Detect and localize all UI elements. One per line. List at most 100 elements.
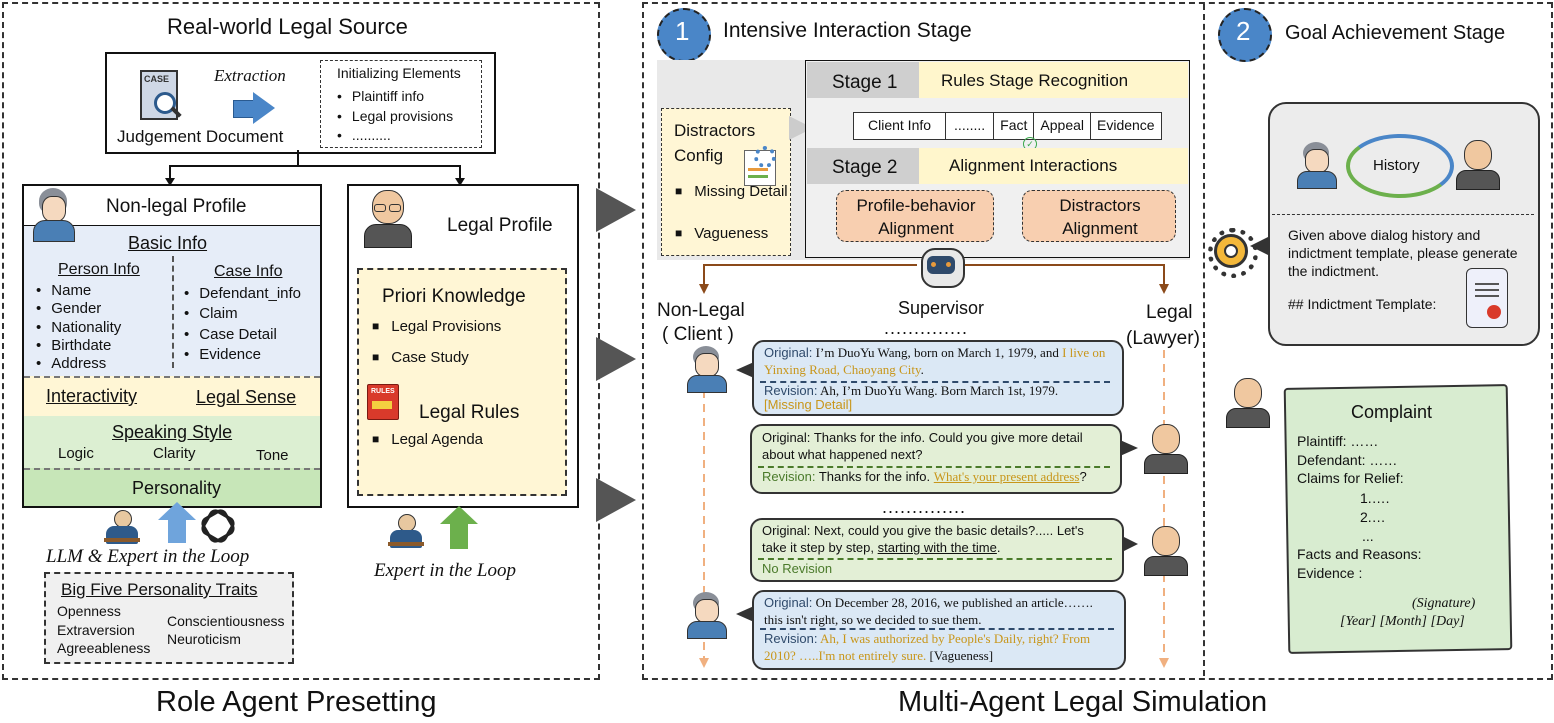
expert-loop-label: Expert in the Loop [374, 560, 516, 581]
lawyer-avatar-icon [1142, 422, 1188, 474]
dialog-bubble-2 [750, 424, 1122, 494]
nonlegal-label: Non-Legal [657, 300, 745, 321]
style-item: Logic [58, 445, 94, 462]
bubble-divider [760, 628, 1114, 630]
priori-knowledge-box [357, 268, 567, 496]
judgement-document-label: Judgement Document [117, 127, 284, 146]
initializing-elements-box [320, 60, 482, 148]
complaint-line: ... [1362, 528, 1374, 544]
signature-line: (Signature) [1412, 596, 1476, 611]
case-document-icon: CASE [140, 70, 182, 124]
init-item: .......... [337, 127, 391, 143]
supervisor-label: Supervisor [898, 298, 985, 318]
certificate-icon [1466, 268, 1508, 328]
big-five-item: Openness [57, 603, 121, 619]
history-label: History [1373, 157, 1420, 174]
complaint-line: Evidence : [1297, 565, 1363, 581]
complaint-line: 1.…. [1360, 490, 1390, 506]
personality-label: Personality [132, 478, 222, 498]
bubble-tail [736, 606, 754, 622]
basic-info-divider [172, 256, 174, 368]
stage-cell: Fact [994, 113, 1035, 139]
nonlegal-profile-title: Non-legal Profile [106, 196, 247, 217]
dialog-ellipsis: .............. [882, 497, 967, 517]
person-item: Name [36, 282, 91, 299]
big-five-box [44, 572, 294, 664]
bubble-divider [760, 381, 1110, 383]
gear-icon [1208, 228, 1258, 278]
case-item: Evidence [184, 346, 261, 363]
stage-1-number: 1 [675, 16, 690, 46]
interactivity-section [24, 376, 320, 418]
personality-section [24, 468, 320, 506]
speaking-style-label: Speaking Style [112, 422, 233, 442]
stage-1-label-box [807, 62, 919, 98]
client-avatar-icon [30, 186, 76, 246]
bubble-1-revision: Revision: Ah, I’m DuoYu Wang. Born March… [764, 383, 1059, 398]
profile-divider [24, 225, 320, 226]
complaint-line: Facts and Reasons: [1297, 546, 1422, 562]
client-avatar-icon [1294, 140, 1338, 190]
history-divider [1272, 214, 1534, 215]
lawyer-label: (Lawyer) [1126, 328, 1200, 349]
initializing-elements-title: Initializing Elements [337, 65, 461, 81]
profile-behavior-alignment: Profile-behavior Alignment [856, 196, 976, 238]
llm-expert-loop-label: LLM & Expert in the Loop [46, 546, 250, 567]
rules-item: Legal Agenda [372, 431, 483, 448]
priori-item: Legal Provisions [372, 318, 501, 335]
case-info-title: Case Info [214, 263, 283, 280]
stage-cell: Client Info [854, 113, 947, 139]
gray-arrow-icon [596, 337, 636, 381]
bubble-2-original: Original: Thanks for the info. Could you… [762, 430, 1083, 462]
dialog-ellipsis: .............. [884, 318, 969, 338]
client-label: ( Client ) [662, 324, 734, 345]
judge-expert-icon [104, 508, 140, 548]
stage-2-label-box [807, 148, 919, 184]
indictment-template-label: ## Indictment Template: [1288, 296, 1437, 312]
stage-1-badge [657, 8, 711, 62]
gray-arrow-icon [596, 478, 636, 522]
extraction-label: Extraction [214, 66, 286, 85]
case-item: Case Detail [184, 326, 277, 343]
legal-profile-title: Legal Profile [447, 215, 553, 236]
distractors-alignment: Distractors Alignment [1059, 196, 1141, 238]
source-title: Real-world Legal Source [167, 14, 408, 39]
priori-knowledge-title: Priori Knowledge [382, 286, 526, 307]
bubble-divider [758, 558, 1112, 560]
case-icon-label: CASE [144, 74, 170, 84]
dialog-bubble-1 [752, 340, 1124, 416]
person-item: Address [36, 355, 106, 372]
interactivity-label: Interactivity [46, 386, 138, 406]
rules-book-icon: RULES [367, 384, 399, 420]
goal-stage-title: Goal Achievement Stage [1285, 22, 1506, 44]
style-item: Clarity [153, 445, 196, 462]
stage-1-name: Rules Stage Recognition [941, 71, 1129, 90]
lawyer-avatar-icon [1224, 376, 1270, 428]
case-item: Claim [184, 305, 237, 322]
legal-sense-label: Legal Sense [196, 387, 297, 407]
stage-2-number: 2 [1236, 16, 1251, 46]
bubble-4-original: Original: On December 28, 2016, we publi… [764, 595, 1093, 627]
role-agent-presetting-caption: Role Agent Presetting [156, 686, 437, 718]
init-item: Plaintiff info [337, 88, 424, 104]
date-line: [Year] [Month] [Day] [1340, 614, 1465, 629]
stage-cell: ........ [946, 113, 995, 139]
big-five-item: Conscientiousness [167, 613, 285, 629]
case-item: Defendant_info [184, 285, 301, 302]
distractors-alignment-box [1022, 190, 1176, 242]
stage-cells: Client Info ........ Fact Appeal Evidenc… [853, 112, 1162, 140]
priori-item: Case Study [372, 349, 469, 366]
bubble-divider [758, 466, 1110, 468]
lawyer-avatar-icon [362, 188, 412, 250]
stage-2-name-box [919, 148, 1188, 184]
complaint-title: Complaint [1351, 402, 1433, 422]
stage-divider [1203, 4, 1205, 676]
client-avatar-icon [684, 590, 728, 640]
style-item: Tone [256, 447, 289, 464]
basic-info-title: Basic Info [128, 233, 208, 253]
person-info-title: Person Info [58, 261, 140, 278]
gray-arrow-icon [596, 188, 636, 232]
supervisor-robot-icon [917, 242, 965, 288]
stage-2-label: Stage 2 [832, 157, 898, 178]
bubble-1-tag: [Missing Detail] [764, 397, 853, 412]
